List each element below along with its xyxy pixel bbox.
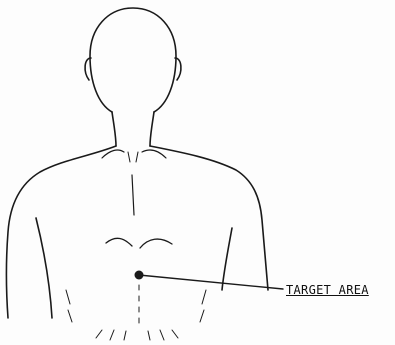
left-torso-side [36, 218, 52, 318]
right-clavicle [142, 150, 166, 158]
waist-hatch [96, 330, 178, 340]
sternal-notch [128, 152, 138, 162]
left-pectoral [106, 238, 132, 246]
left-shoulder-arm [7, 146, 117, 318]
head-outline [90, 8, 176, 112]
right-torso-side [222, 228, 232, 290]
chest-midline [132, 175, 134, 215]
target-area-label: TARGET AREA [286, 283, 369, 297]
right-shoulder-arm [150, 146, 268, 290]
neck-left [112, 112, 116, 146]
left-flank-hatch [66, 290, 72, 322]
left-clavicle [102, 150, 124, 158]
right-pectoral [140, 239, 172, 248]
target-leader-line [139, 275, 283, 289]
neck-right [150, 112, 154, 146]
right-flank-hatch [200, 290, 206, 322]
